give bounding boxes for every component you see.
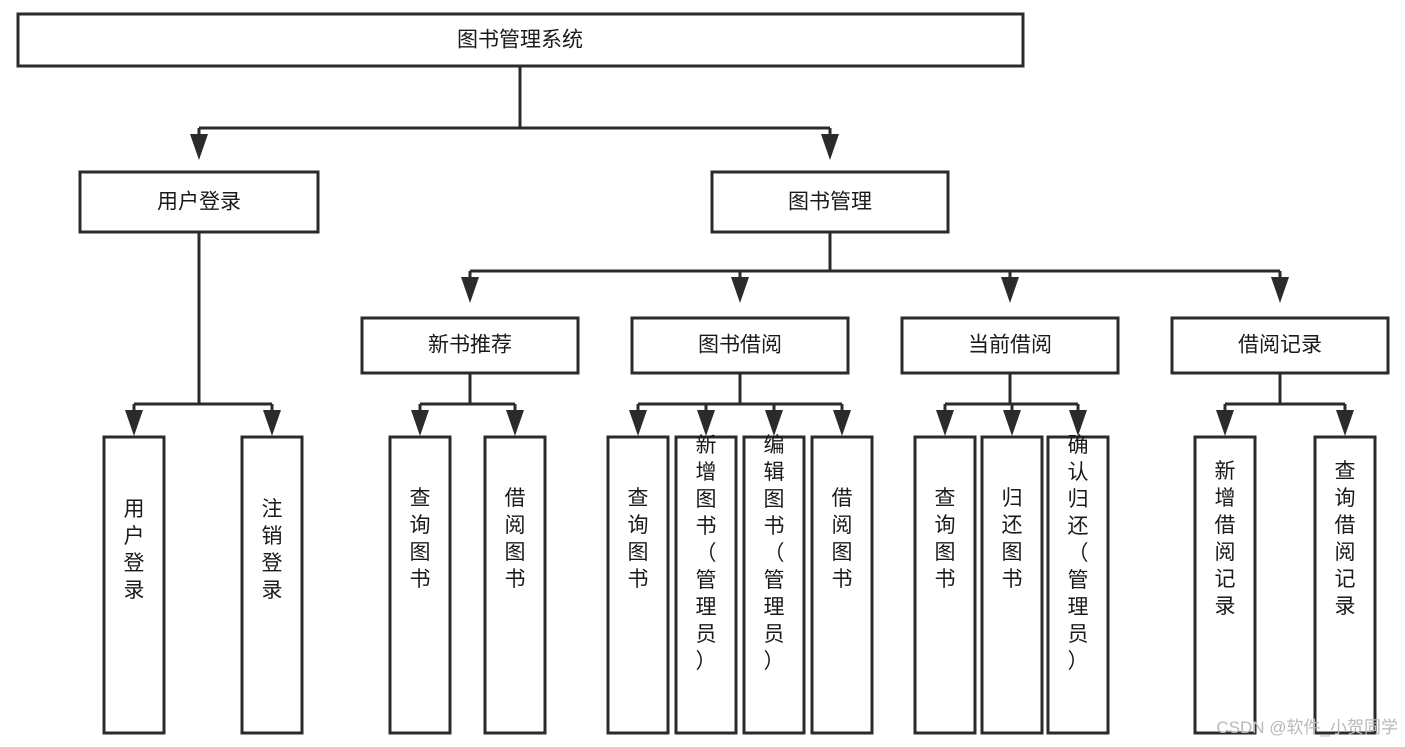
leaf-new-book-recommend-1[interactable]: 查询图书	[388, 435, 452, 735]
leaf-book-borrow-3[interactable]: 编辑图书（管理员）	[742, 434, 806, 735]
leaf-current-borrow-1[interactable]: 查询图书	[913, 435, 977, 735]
leaf-user-login-1[interactable]: 用户登录	[102, 435, 166, 735]
leaf-current-borrow-1-label: 查询图书	[935, 487, 956, 591]
leaf-new-book-recommend-1-label: 查询图书	[410, 487, 431, 591]
node-new-book-recommend[interactable]: 新书推荐	[360, 316, 580, 375]
leaf-borrow-record-1[interactable]: 新增借阅记录	[1193, 435, 1257, 735]
node-book-management-label: 图书管理	[788, 191, 872, 214]
watermark-text: CSDN @软件_小贺同学	[1216, 718, 1398, 737]
node-current-borrow[interactable]: 当前借阅	[900, 316, 1120, 375]
leaf-book-borrow-4-label: 借阅图书	[832, 487, 853, 591]
leaf-borrow-record-1-label: 新增借阅记录	[1215, 460, 1236, 618]
leaf-borrow-record-2[interactable]: 查询借阅记录	[1313, 435, 1377, 735]
connector-current-borrow-to-leaves	[936, 373, 1087, 436]
leaf-book-borrow-1[interactable]: 查询图书	[606, 435, 670, 735]
leaf-borrow-record-2-label: 查询借阅记录	[1335, 460, 1356, 618]
leaf-book-borrow-2[interactable]: 新增图书（管理员）	[674, 434, 738, 735]
node-book-borrow[interactable]: 图书借阅	[630, 316, 850, 375]
leaf-current-borrow-3-label: 确认归还（管理员）	[1068, 434, 1089, 673]
node-borrow-record[interactable]: 借阅记录	[1170, 316, 1390, 375]
node-book-borrow-label: 图书借阅	[698, 334, 782, 357]
leaf-current-borrow-2-label: 归还图书	[1002, 487, 1023, 591]
node-user-login[interactable]: 用户登录	[78, 170, 320, 234]
connector-borrow-record-to-leaves	[1216, 373, 1354, 436]
leaf-book-borrow-1-label: 查询图书	[628, 487, 649, 591]
leaf-book-borrow-2-label: 新增图书（管理员）	[696, 434, 717, 673]
connector-book-management-to-level3	[461, 232, 1289, 303]
connector-new-book-recommend-to-leaves	[411, 373, 524, 436]
node-current-borrow-label: 当前借阅	[968, 334, 1052, 357]
leaf-book-borrow-3-label: 编辑图书（管理员）	[764, 434, 785, 673]
node-root-system-label: 图书管理系统	[457, 29, 583, 52]
leaf-current-borrow-2[interactable]: 归还图书	[980, 435, 1044, 735]
connector-user-login-to-leaves	[125, 232, 281, 436]
node-root-system[interactable]: 图书管理系统	[16, 12, 1025, 68]
leaf-user-login-1-label: 用户登录	[124, 498, 145, 602]
connector-root-to-level2	[190, 66, 839, 160]
node-borrow-record-label: 借阅记录	[1238, 334, 1322, 357]
leaf-user-login-2-label: 注销登录	[262, 498, 283, 602]
node-new-book-recommend-label: 新书推荐	[428, 334, 512, 357]
leaf-book-borrow-4[interactable]: 借阅图书	[810, 435, 874, 735]
leaf-new-book-recommend-2-label: 借阅图书	[505, 487, 526, 591]
node-book-management[interactable]: 图书管理	[710, 170, 950, 234]
node-user-login-label: 用户登录	[157, 191, 241, 214]
leaf-current-borrow-3[interactable]: 确认归还（管理员）	[1046, 434, 1110, 735]
leaf-user-login-2[interactable]: 注销登录	[240, 435, 304, 735]
leaf-new-book-recommend-2[interactable]: 借阅图书	[483, 435, 547, 735]
connector-book-borrow-to-leaves	[629, 373, 851, 436]
